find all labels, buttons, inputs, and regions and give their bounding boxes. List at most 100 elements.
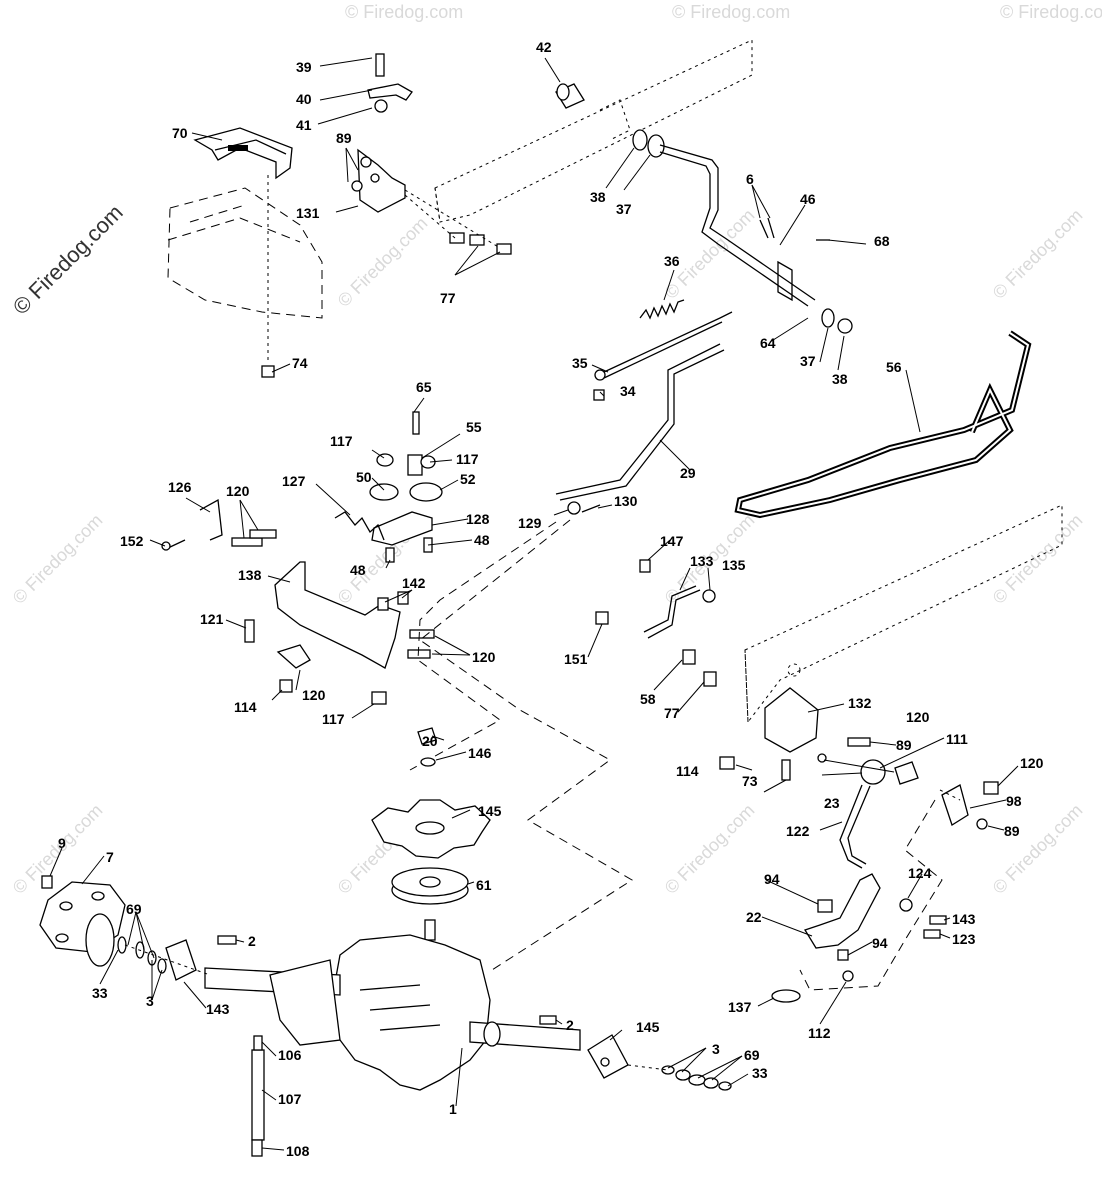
watermark-main: © Firedog.com — [8, 200, 128, 320]
callout-label-153: 152 — [120, 533, 144, 549]
callout-label-68: 68 — [874, 233, 890, 249]
callout-label-61: 61 — [476, 877, 492, 893]
callout-label-106: 106 — [278, 1047, 302, 1063]
callout-label-35: 35 — [572, 355, 588, 371]
callout-label-114: 114 — [234, 699, 257, 715]
callout-label-111: 111 — [946, 731, 968, 747]
callout-label-77: 77 — [664, 705, 680, 721]
callout-label-38: 38 — [832, 371, 848, 387]
callout-label-143: 143 — [952, 911, 976, 927]
callout-label-40: 40 — [296, 91, 312, 107]
callout-label-122: 121 — [200, 611, 224, 627]
transaxle — [204, 934, 581, 1091]
callout-label-52: 52 — [460, 471, 476, 487]
callout-label-37: 37 — [616, 201, 632, 217]
callout-label-65: 65 — [416, 379, 432, 395]
callout-label-36: 36 — [664, 253, 680, 269]
callout-label-1: 1 — [449, 1101, 457, 1117]
callout-labels: 1 2 2 3 3 6 7 9 20 22 23 29 33 33 34 35 … — [58, 39, 1044, 1159]
callout-label-107: 107 — [278, 1091, 302, 1107]
callout-label-135: 133 — [690, 553, 714, 569]
callout-label-58: 58 — [640, 691, 656, 707]
watermark-text: © Firedog.com — [334, 213, 432, 311]
callout-label-132: 131 — [296, 205, 320, 221]
callout-label-34: 34 — [620, 383, 636, 399]
leader-lines — [49, 57, 1019, 1151]
callout-label-98: 98 — [1006, 793, 1022, 809]
callout-label-55: 55 — [466, 419, 482, 435]
right-hardware — [587, 1034, 732, 1091]
right-frame — [744, 504, 1063, 724]
callout-label-145: 145 — [636, 1019, 660, 1035]
callout-label-123: 122 — [786, 823, 810, 839]
callout-label-117: 117 — [322, 711, 345, 727]
callout-label-56: 56 — [886, 359, 902, 375]
callout-label-120: 120 — [472, 649, 496, 665]
watermark-text: © Firedog.com — [345, 2, 463, 22]
pedal-assembly — [682, 649, 999, 991]
lift-shaft — [632, 129, 853, 334]
watermark-text: © Firedog.com — [672, 2, 790, 22]
callout-label-152: 151 — [564, 651, 588, 667]
upper-frame — [434, 39, 753, 223]
callout-label-94: 94 — [872, 935, 888, 951]
watermark-text: © Firedog.com — [9, 510, 107, 608]
bracket-132 — [351, 148, 512, 255]
callout-label-73: 73 — [742, 773, 758, 789]
control-rods — [555, 311, 733, 501]
watermark-text: © Firedog.com — [1000, 2, 1102, 22]
callout-label-138: 137 — [728, 999, 752, 1015]
drive-belt — [734, 330, 1032, 519]
callout-label-41: 41 — [296, 117, 312, 133]
callout-label-130: 129 — [518, 515, 542, 531]
callout-label-9: 9 — [58, 835, 66, 851]
callout-label-7: 7 — [106, 849, 114, 865]
callout-label-20: 20 — [422, 733, 438, 749]
fender-outline — [167, 175, 323, 360]
callout-label-89: 89 — [896, 737, 912, 753]
bushing-42 — [555, 83, 585, 109]
watermark-text: © Firedog.com — [989, 800, 1087, 898]
linkage-135 — [595, 559, 716, 639]
callout-label-117: 117 — [330, 433, 353, 449]
rod-107 — [251, 1035, 265, 1157]
callout-label-33: 33 — [752, 1065, 768, 1081]
callout-label-37: 37 — [800, 353, 816, 369]
callout-label-3: 3 — [146, 993, 154, 1009]
callout-label-33: 33 — [92, 985, 108, 1001]
callout-label-114: 114 — [676, 763, 699, 779]
callout-label-2: 2 — [566, 1017, 574, 1033]
link-131 — [567, 501, 601, 515]
callout-label-137: 135 — [722, 557, 746, 573]
clip-assembly — [367, 53, 413, 113]
watermark-text: © Firedog.com — [989, 205, 1087, 303]
callout-label-129: 128 — [466, 511, 490, 527]
callout-label-112: 112 — [808, 1025, 831, 1041]
callout-label-39: 39 — [296, 59, 312, 75]
callout-label-23: 23 — [824, 795, 840, 811]
callout-label-126: 124 — [908, 865, 932, 881]
callout-label-146: 145 — [478, 803, 502, 819]
callout-label-120: 120 — [226, 483, 250, 499]
callout-label-48: 48 — [350, 562, 366, 578]
callout-label-46: 46 — [800, 191, 816, 207]
callout-label-108: 108 — [286, 1143, 310, 1159]
callout-label-6: 6 — [746, 171, 754, 187]
lever-22 — [771, 873, 947, 1003]
callout-label-42: 42 — [536, 39, 552, 55]
callout-label-89: 89 — [336, 130, 352, 146]
callout-label-131: 130 — [614, 493, 638, 509]
callout-label-3: 3 — [712, 1041, 720, 1057]
callout-label-29: 29 — [680, 465, 696, 481]
callout-label-120: 120 — [1020, 755, 1044, 771]
callout-label-121: 120 — [302, 687, 326, 703]
callout-label-74: 74 — [292, 355, 308, 371]
callout-label-117: 117 — [456, 451, 479, 467]
callout-label-127: 126 — [168, 479, 192, 495]
callout-label-147: 146 — [468, 745, 492, 761]
callout-label-69: 69 — [744, 1047, 760, 1063]
callout-label-94: 94 — [764, 871, 780, 887]
callout-label-124: 123 — [952, 931, 976, 947]
watermark-text: © Firedog.com — [989, 510, 1087, 608]
